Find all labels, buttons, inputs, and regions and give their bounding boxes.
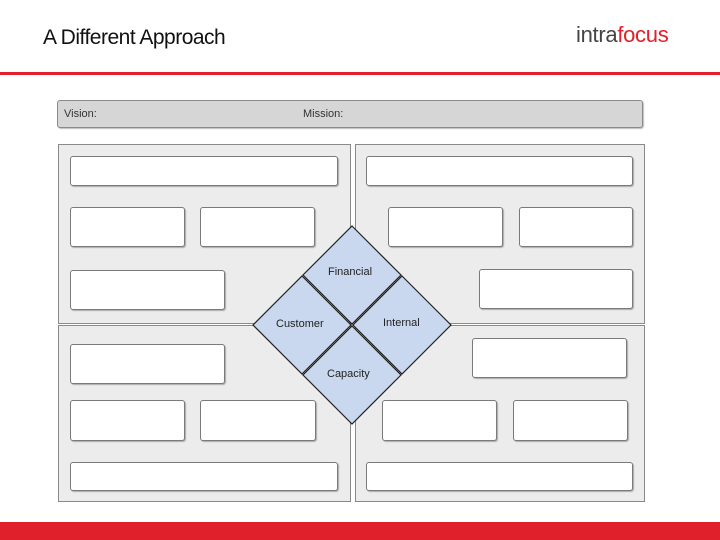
objective-box[interactable] (513, 400, 628, 441)
capacity-diamond[interactable] (302, 325, 402, 425)
page-title: A Different Approach (43, 26, 226, 49)
objective-box[interactable] (366, 156, 633, 186)
objective-box[interactable] (388, 207, 503, 247)
vision-mission-bar (57, 100, 643, 128)
vision-label: Vision: (64, 108, 97, 120)
objective-box[interactable] (70, 462, 338, 491)
objective-box[interactable] (70, 156, 338, 186)
objective-box[interactable] (70, 400, 185, 441)
objective-box[interactable] (70, 207, 185, 247)
objective-box[interactable] (70, 344, 225, 384)
customer-diamond[interactable] (252, 275, 352, 375)
mission-label: Mission: (303, 108, 344, 120)
header-divider (0, 72, 720, 75)
objective-box[interactable] (472, 338, 627, 378)
objective-box[interactable] (70, 270, 225, 310)
objective-box[interactable] (479, 269, 633, 309)
logo-text-part1: intra (576, 22, 618, 47)
objective-box[interactable] (366, 462, 633, 491)
objective-box[interactable] (200, 207, 315, 247)
footer-bar (0, 522, 720, 540)
objective-box[interactable] (200, 400, 316, 441)
company-logo: intrafocus (576, 22, 669, 48)
objective-box[interactable] (519, 207, 633, 247)
financial-diamond[interactable] (302, 225, 402, 325)
internal-label: Internal (383, 317, 420, 329)
financial-label: Financial (328, 266, 373, 278)
customer-label: Customer (276, 318, 324, 330)
capacity-label: Capacity (327, 368, 370, 380)
internal-diamond[interactable] (352, 275, 452, 375)
logo-text-part2: focus (617, 22, 669, 47)
objective-box[interactable] (382, 400, 497, 441)
